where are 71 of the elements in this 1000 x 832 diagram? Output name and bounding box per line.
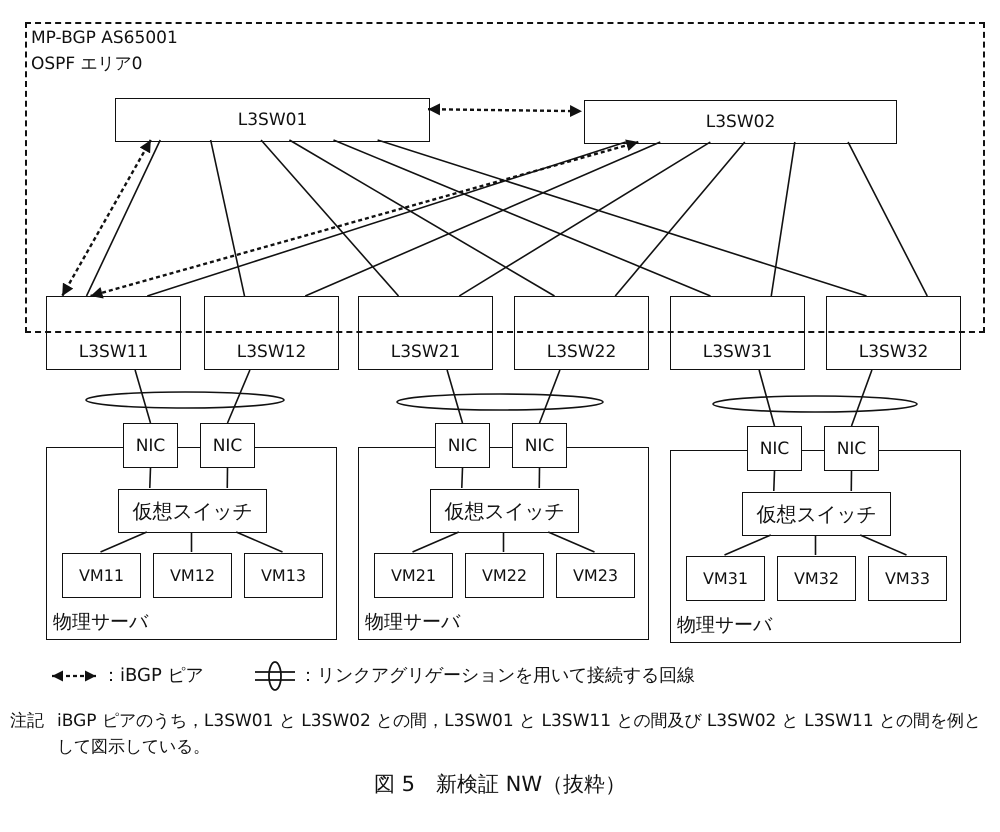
- link-line: [289, 139, 555, 297]
- note-text: iBGP ピアのうち，L3SW01 と L3SW02 との間，L3SW01 と L3SW11 との間及び L3SW02 と L3SW11 との間を例として図示している。: [57, 710, 982, 759]
- link-line: [86, 140, 161, 296]
- link-line: [850, 370, 873, 426]
- nic-box: NIC: [123, 423, 178, 468]
- link-line: [134, 370, 152, 424]
- server-label: 物理サーバ: [53, 610, 148, 635]
- link-line: [850, 471, 852, 491]
- link-line: [226, 468, 228, 488]
- link-line: [236, 531, 283, 553]
- nic-box: NIC: [747, 426, 802, 471]
- nic-box: NIC: [435, 423, 490, 468]
- link-line: [100, 531, 148, 553]
- link-line: [260, 139, 400, 297]
- server-label: 物理サーバ: [365, 610, 460, 635]
- switch-box: L3SW22: [514, 296, 649, 370]
- peer-arrow: [428, 103, 582, 118]
- vm-box: VM12: [153, 553, 232, 598]
- area-label: OSPF エリア0: [31, 53, 142, 75]
- figure-caption: 図 5 新検証 NW（抜粋）: [374, 772, 626, 796]
- nic-box: NIC: [512, 423, 567, 468]
- link-line: [226, 370, 251, 424]
- vm-box: VM23: [556, 553, 635, 598]
- switch-box: L3SW12: [204, 296, 339, 370]
- link-line: [772, 470, 776, 492]
- switch-box: L3SW31: [670, 296, 805, 370]
- link-line: [538, 370, 561, 424]
- vm-box: VM22: [465, 553, 544, 598]
- note-heading: 注記: [10, 710, 44, 733]
- link-line: [304, 141, 661, 297]
- link-line: [770, 142, 796, 296]
- server-label: 物理サーバ: [677, 613, 772, 638]
- link-line: [148, 468, 152, 488]
- link-line: [377, 139, 867, 297]
- link-line: [724, 534, 772, 556]
- switch-box: L3SW11: [46, 296, 181, 370]
- switch-box: L3SW21: [358, 296, 493, 370]
- nic-box: NIC: [200, 423, 255, 468]
- link-line: [860, 534, 907, 556]
- link-line: [758, 370, 776, 426]
- switch-box: L3SW32: [826, 296, 961, 370]
- nic-box: NIC: [824, 426, 879, 471]
- virtual-switch-box: 仮想スイッチ: [430, 489, 579, 533]
- link-line: [502, 532, 504, 552]
- link-line: [847, 142, 928, 296]
- virtual-switch-box: 仮想スイッチ: [118, 489, 267, 533]
- virtual-switch-box: 仮想スイッチ: [742, 492, 891, 536]
- link-line: [460, 468, 464, 488]
- link-line: [614, 141, 746, 297]
- link-line: [538, 468, 540, 488]
- vm-box: VM32: [777, 556, 856, 601]
- legend-text: ：iBGP ピア: [102, 664, 204, 687]
- peer-arrow: [61, 139, 152, 297]
- link-line: [333, 139, 711, 297]
- area-label: MP-BGP AS65001: [31, 28, 178, 48]
- vm-box: VM13: [244, 553, 323, 598]
- link-line: [190, 532, 192, 552]
- vm-box: VM11: [62, 553, 141, 598]
- legend-text: ：リンクアグリゲーションを用いて接続する回線: [299, 664, 695, 687]
- link-line: [412, 531, 460, 553]
- link-line: [210, 140, 246, 296]
- link-line: [458, 141, 711, 297]
- vm-box: VM21: [374, 553, 453, 598]
- area-boundary: [25, 22, 985, 333]
- link-line: [814, 535, 816, 555]
- switch-box: L3SW02: [584, 100, 897, 144]
- vm-box: VM33: [868, 556, 947, 601]
- vm-box: VM31: [686, 556, 765, 601]
- link-line: [446, 370, 464, 424]
- switch-box: L3SW01: [115, 98, 430, 142]
- link-line: [548, 531, 595, 553]
